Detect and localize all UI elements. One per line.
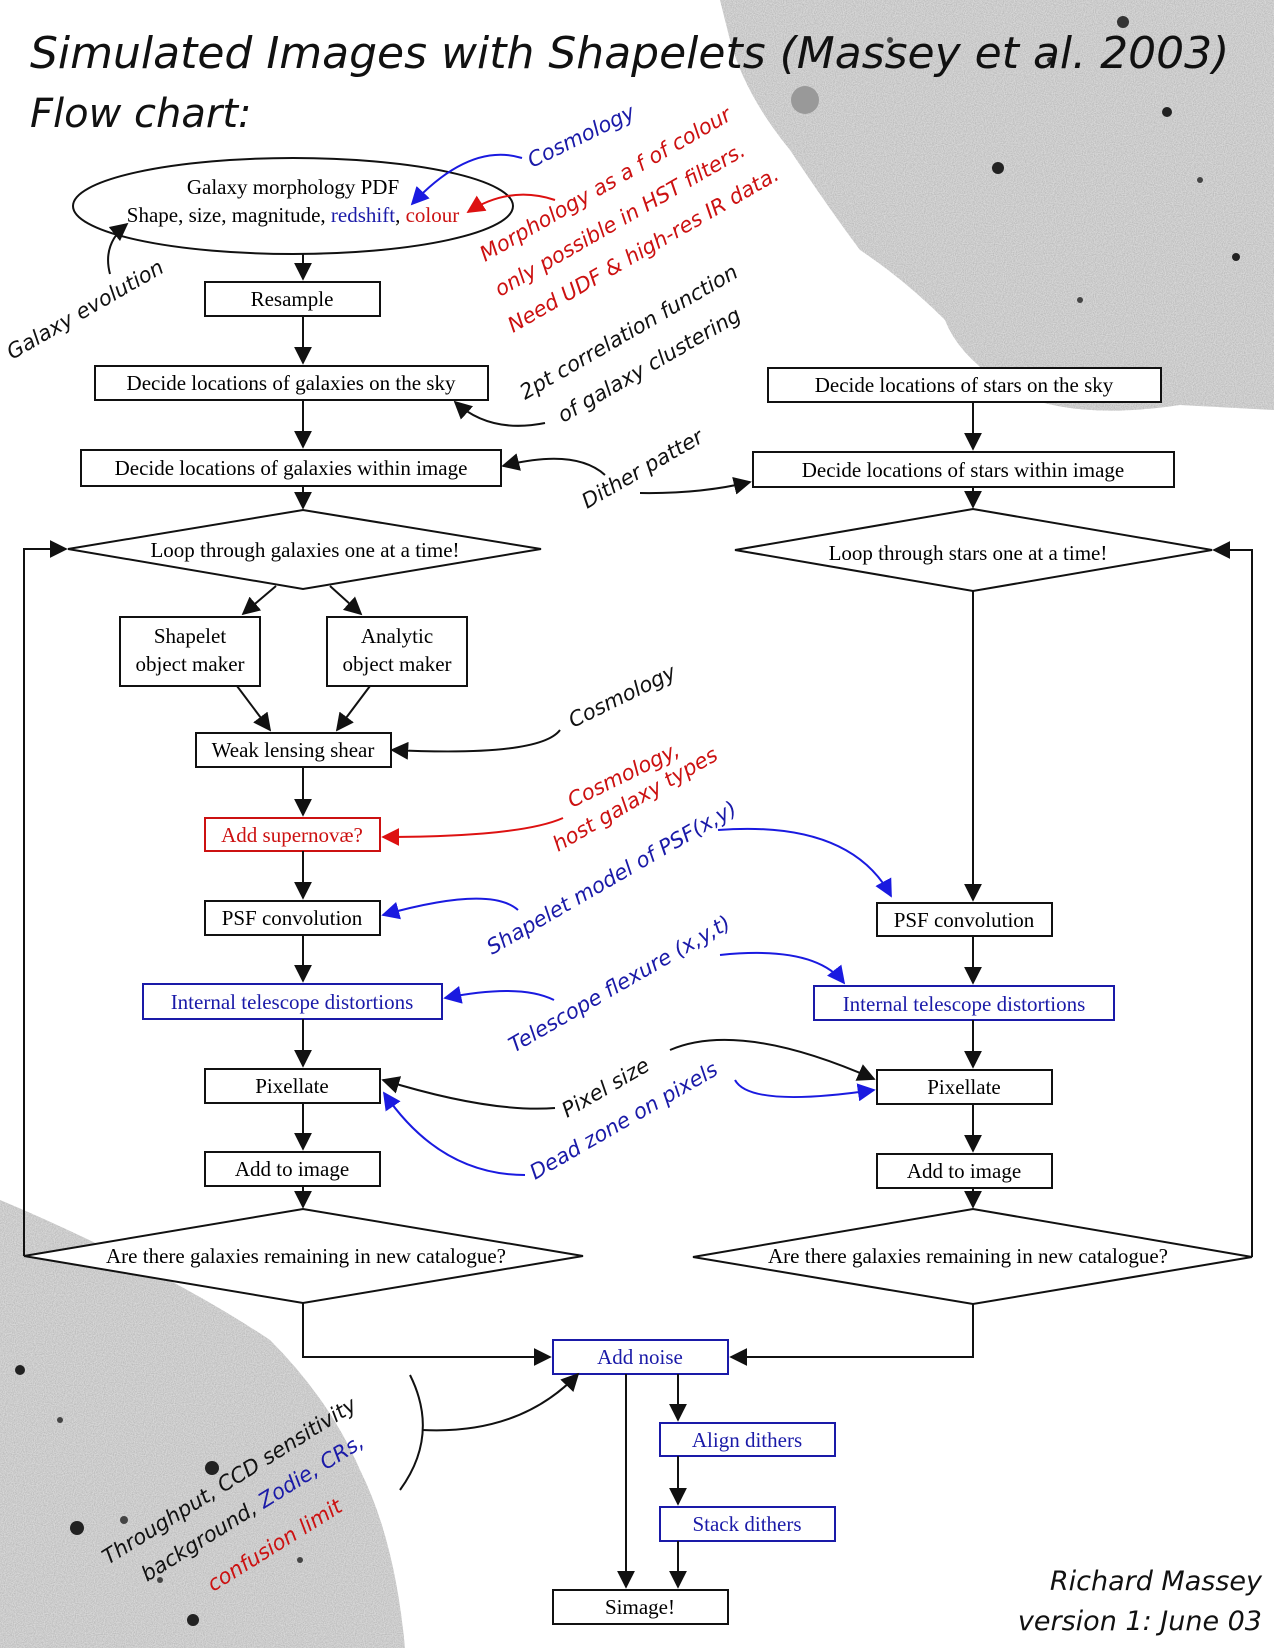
node-star-loop: Loop through stars one at a time! [734,507,1213,593]
svg-text:Add to image: Add to image [235,1157,349,1181]
node-galaxy-psf-convolution: PSF convolution [204,900,381,936]
node-add-supernovae: Add supernovæ? [204,817,381,852]
svg-text:Add noise: Add noise [597,1345,683,1369]
node-pdf-line2: Shape, size, magnitude, redshift, colour [127,203,459,227]
svg-text:Shapelet: Shapelet [154,624,226,648]
page-title: Simulated Images with Shapelets (Massey … [30,28,1229,79]
version-label: version 1: June 03 [1018,1606,1262,1637]
svg-text:Add to image: Add to image [907,1159,1021,1183]
svg-text:Internal telescope distortions: Internal telescope distortions [843,992,1086,1016]
svg-text:Analytic: Analytic [361,624,433,648]
node-galaxy-loop: Loop through galaxies one at a time! [67,508,542,591]
svg-text:Loop through galaxies one at a: Loop through galaxies one at a time! [150,538,459,562]
node-align-dithers: Align dithers [659,1422,836,1457]
node-star-internal-distortions: Internal telescope distortions [813,985,1115,1021]
svg-text:Pixellate: Pixellate [927,1075,1000,1099]
svg-text:object maker: object maker [342,652,451,676]
node-weak-lensing-shear: Weak lensing shear [195,732,392,768]
svg-text:Decide locations of galaxies w: Decide locations of galaxies within imag… [115,456,468,480]
annotation-cosmology-mid: Cosmology [565,660,680,733]
node-galaxy-locations-image: Decide locations of galaxies within imag… [80,449,502,487]
svg-text:Are there galaxies remaining i: Are there galaxies remaining in new cata… [768,1244,1168,1268]
node-galaxy-internal-distortions: Internal telescope distortions [142,983,443,1020]
svg-text:Pixellate: Pixellate [255,1074,328,1098]
node-galaxy-morphology-pdf: Galaxy morphology PDF Shape, size, magni… [72,157,514,255]
svg-text:Add supernovæ?: Add supernovæ? [221,823,363,847]
svg-text:PSF convolution: PSF convolution [894,908,1035,932]
svg-text:object maker: object maker [135,652,244,676]
node-galaxy-pixellate: Pixellate [204,1068,381,1104]
svg-text:Resample: Resample [251,287,334,311]
node-galaxy-remaining-decision: Are there galaxies remaining in new cata… [23,1207,584,1305]
svg-text:Decide locations of galaxies o: Decide locations of galaxies on the sky [127,371,456,395]
node-pdf-line1: Galaxy morphology PDF [187,175,399,199]
node-analytic-object-maker: Analytic object maker [326,616,468,687]
node-star-add-to-image: Add to image [876,1153,1053,1189]
svg-text:Are there galaxies remaining i: Are there galaxies remaining in new cata… [106,1244,506,1268]
node-star-locations-sky: Decide locations of stars on the sky [767,367,1162,403]
svg-text:Align dithers: Align dithers [692,1428,802,1452]
svg-text:Stack dithers: Stack dithers [692,1512,801,1536]
author-signature: Richard Massey [1050,1566,1263,1597]
annotation-arrows [107,153,892,1491]
node-galaxy-add-to-image: Add to image [204,1151,381,1187]
node-star-pixellate: Pixellate [876,1069,1053,1105]
node-simage: Simage! [552,1589,729,1625]
svg-text:Simage!: Simage! [605,1595,675,1619]
node-stack-dithers: Stack dithers [659,1506,836,1542]
svg-text:PSF convolution: PSF convolution [222,906,363,930]
node-shapelet-object-maker: Shapelet object maker [119,616,261,687]
annotation-galaxy-evolution: Galaxy evolution [3,255,168,364]
node-resample: Resample [204,281,381,317]
svg-text:Weak lensing shear: Weak lensing shear [212,738,375,762]
node-star-remaining-decision: Are there galaxies remaining in new cata… [692,1207,1253,1306]
node-galaxy-locations-sky: Decide locations of galaxies on the sky [94,365,489,401]
node-star-psf-convolution: PSF convolution [876,902,1053,937]
node-star-locations-image: Decide locations of stars within image [752,451,1175,488]
svg-text:Decide locations of stars on: Decide locations of stars on the sky [815,373,1114,397]
svg-text:Decide locations of stars wit: Decide locations of stars within image [802,458,1125,482]
svg-text:Internal telescope distortions: Internal telescope distortions [171,990,414,1014]
flow-arrows [23,254,1253,1589]
node-add-noise: Add noise [552,1339,729,1375]
svg-text:Loop through stars one at a ti: Loop through stars one at a time! [829,541,1108,565]
page-subtitle: Flow chart: [30,91,251,137]
